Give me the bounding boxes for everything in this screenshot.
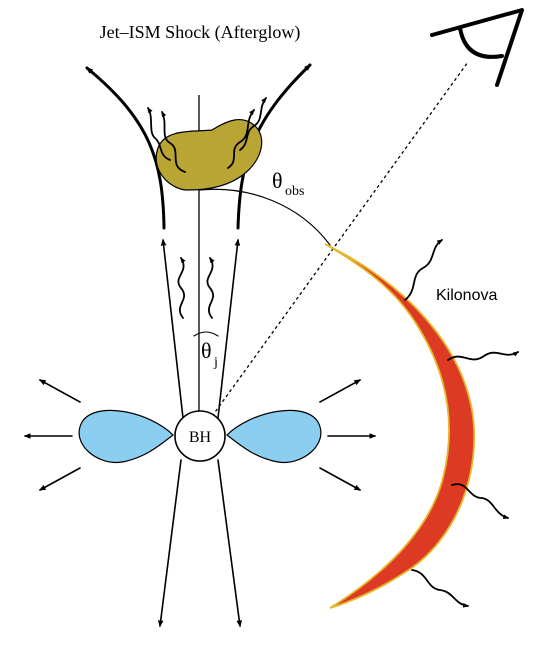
svg-text:θ: θ <box>272 168 283 193</box>
svg-text:θ: θ <box>201 338 212 363</box>
diagram-title: Jet–ISM Shock (Afterglow) <box>100 22 301 43</box>
lower-jet <box>160 460 240 626</box>
inner-jet <box>163 240 238 418</box>
theta-obs-arc <box>199 189 330 245</box>
jet-wavy-arrows <box>178 258 213 318</box>
theta-j-arc <box>194 332 218 336</box>
svg-text:j: j <box>213 355 218 370</box>
line-of-sight <box>205 62 468 426</box>
eye-icon <box>432 10 522 85</box>
theta-j-label: θ j <box>201 338 218 370</box>
svg-text:obs: obs <box>285 184 304 199</box>
afterglow-region <box>156 120 262 190</box>
black-hole-label: BH <box>189 429 212 446</box>
black-hole: BH <box>175 411 225 461</box>
theta-obs-label: θ obs <box>272 168 304 199</box>
kilonova-label: Kilonova <box>436 287 497 304</box>
